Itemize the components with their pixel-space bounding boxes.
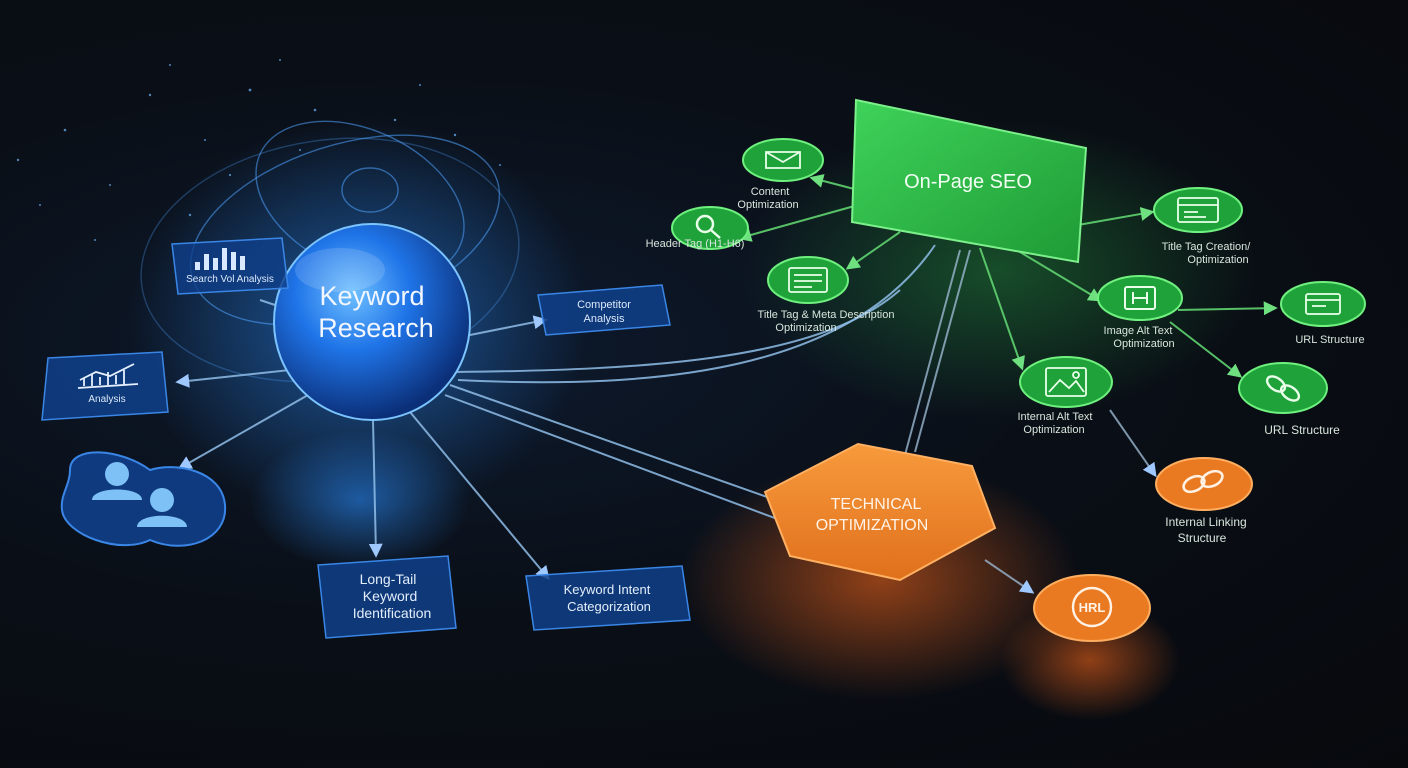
- technical-line2: OPTIMIZATION: [816, 517, 929, 534]
- h-icon: [1124, 286, 1156, 310]
- intent-line1: Keyword Intent: [564, 582, 651, 597]
- title-creation-line2: Optimization: [1187, 254, 1248, 266]
- image-alt-line2: Optimization: [1113, 338, 1174, 350]
- search-volume-label: Search Vol Analysis: [186, 274, 274, 285]
- onpage-seo-hub[interactable]: On-Page SEO: [850, 98, 1088, 264]
- keyword-intent-card[interactable]: Keyword Intent Categorization: [525, 565, 691, 631]
- internal-linking-line1: Internal Linking: [1165, 515, 1246, 529]
- image-alt-text-node[interactable]: Image Alt Text Optimization: [1097, 275, 1183, 350]
- keyword-research-hub[interactable]: Keyword Research: [273, 223, 471, 421]
- image-icon: [1045, 367, 1087, 397]
- bar-chart-icon: [77, 363, 139, 389]
- internal-linking-node[interactable]: Internal Linking Structure: [1155, 457, 1253, 545]
- url-structure-bottom-node[interactable]: URL Structure: [1238, 362, 1340, 437]
- intent-line2: Categorization: [567, 599, 651, 614]
- content-line1: Content: [751, 186, 790, 198]
- internal-alt-text-node[interactable]: Internal Alt Text Optimization: [1017, 356, 1113, 436]
- internal-alt-line2: Optimization: [1023, 424, 1084, 436]
- title-meta-line2: Optimization: [775, 322, 836, 334]
- title-meta-line1: Title Tag & Meta Description: [758, 309, 895, 321]
- long-tail-line1: Long-Tail: [360, 571, 417, 587]
- title-meta-node[interactable]: Title Tag & Meta Description Optimizatio…: [758, 256, 895, 334]
- keyword-connectors: [175, 244, 936, 581]
- technical-line1: TECHNICAL: [831, 496, 922, 513]
- onpage-hub-label: On-Page SEO: [904, 171, 1032, 193]
- url-top-label: URL Structure: [1295, 334, 1364, 346]
- title-creation-line1: Title Tag Creation/: [1162, 241, 1252, 253]
- users-icon: [92, 462, 187, 527]
- link-icon: [1265, 375, 1301, 402]
- analysis-label: Analysis: [88, 394, 125, 405]
- blue-reflection: [250, 430, 470, 570]
- technical-connectors: [904, 249, 1157, 594]
- header-tag-node[interactable]: Header Tag (H1-H6): [646, 206, 749, 250]
- analysis-card[interactable]: Analysis: [41, 351, 169, 421]
- window-icon: [1305, 293, 1341, 315]
- link-icon: [1182, 469, 1224, 494]
- content-optimization-node[interactable]: Content Optimization: [737, 138, 824, 211]
- keyword-hub-line2: Research: [318, 313, 434, 343]
- url-structure-top-node[interactable]: URL Structure: [1280, 281, 1366, 346]
- technical-optimization-hub[interactable]: TECHNICAL OPTIMIZATION: [763, 442, 997, 582]
- competitor-analysis-card[interactable]: Competitor Analysis: [537, 284, 671, 336]
- image-alt-line1: Image Alt Text: [1104, 325, 1173, 337]
- bar-chart-icon: [195, 248, 245, 270]
- long-tail-card[interactable]: Long-Tail Keyword Identification: [317, 555, 457, 639]
- search-volume-card[interactable]: Search Vol Analysis: [171, 237, 289, 295]
- keyword-hub-line1: Keyword: [319, 281, 424, 311]
- particles: [16, 59, 501, 241]
- long-tail-line2: Keyword: [363, 588, 417, 604]
- internal-alt-line1: Internal Alt Text: [1017, 411, 1092, 423]
- competitor-label-line1: Competitor: [577, 299, 631, 311]
- url-bottom-label: URL Structure: [1264, 423, 1340, 437]
- users-card[interactable]: [60, 451, 227, 547]
- header-tag-label: Header Tag (H1-H6): [646, 238, 745, 250]
- document-icon: [788, 267, 828, 293]
- url-badge-node[interactable]: HRL: [1033, 574, 1151, 642]
- content-line2: Optimization: [737, 199, 798, 211]
- envelope-icon: [765, 151, 801, 169]
- internal-linking-line2: Structure: [1178, 531, 1227, 545]
- window-icon: [1177, 197, 1219, 223]
- url-badge-label: HRL: [1079, 600, 1106, 615]
- title-tag-creation-node[interactable]: Title Tag Creation/ Optimization: [1153, 187, 1252, 266]
- search-icon: [695, 214, 721, 239]
- long-tail-line3: Identification: [353, 605, 432, 621]
- competitor-label-line2: Analysis: [584, 313, 625, 325]
